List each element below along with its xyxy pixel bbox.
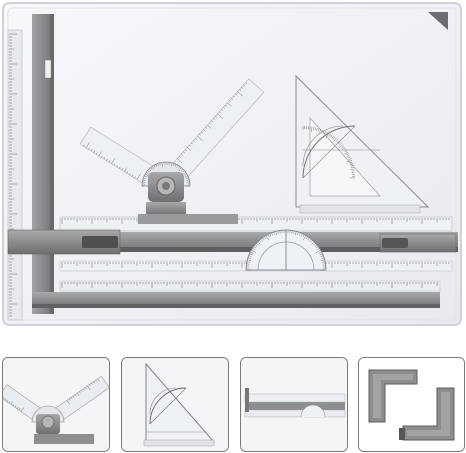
adjustable-arm	[79, 78, 265, 224]
thumbnail-corner-brackets[interactable]	[358, 357, 465, 452]
corner-clip	[428, 12, 448, 30]
thumbnail-parallel-ruler[interactable]	[240, 357, 348, 452]
board-surface	[2, 2, 462, 326]
protractor	[245, 229, 327, 271]
thumbnail-rotating-arm[interactable]	[2, 357, 110, 452]
thumbnail-triangle[interactable]	[121, 357, 229, 452]
bottom-ruler-ticks	[61, 282, 438, 288]
drawing-board	[2, 2, 462, 326]
